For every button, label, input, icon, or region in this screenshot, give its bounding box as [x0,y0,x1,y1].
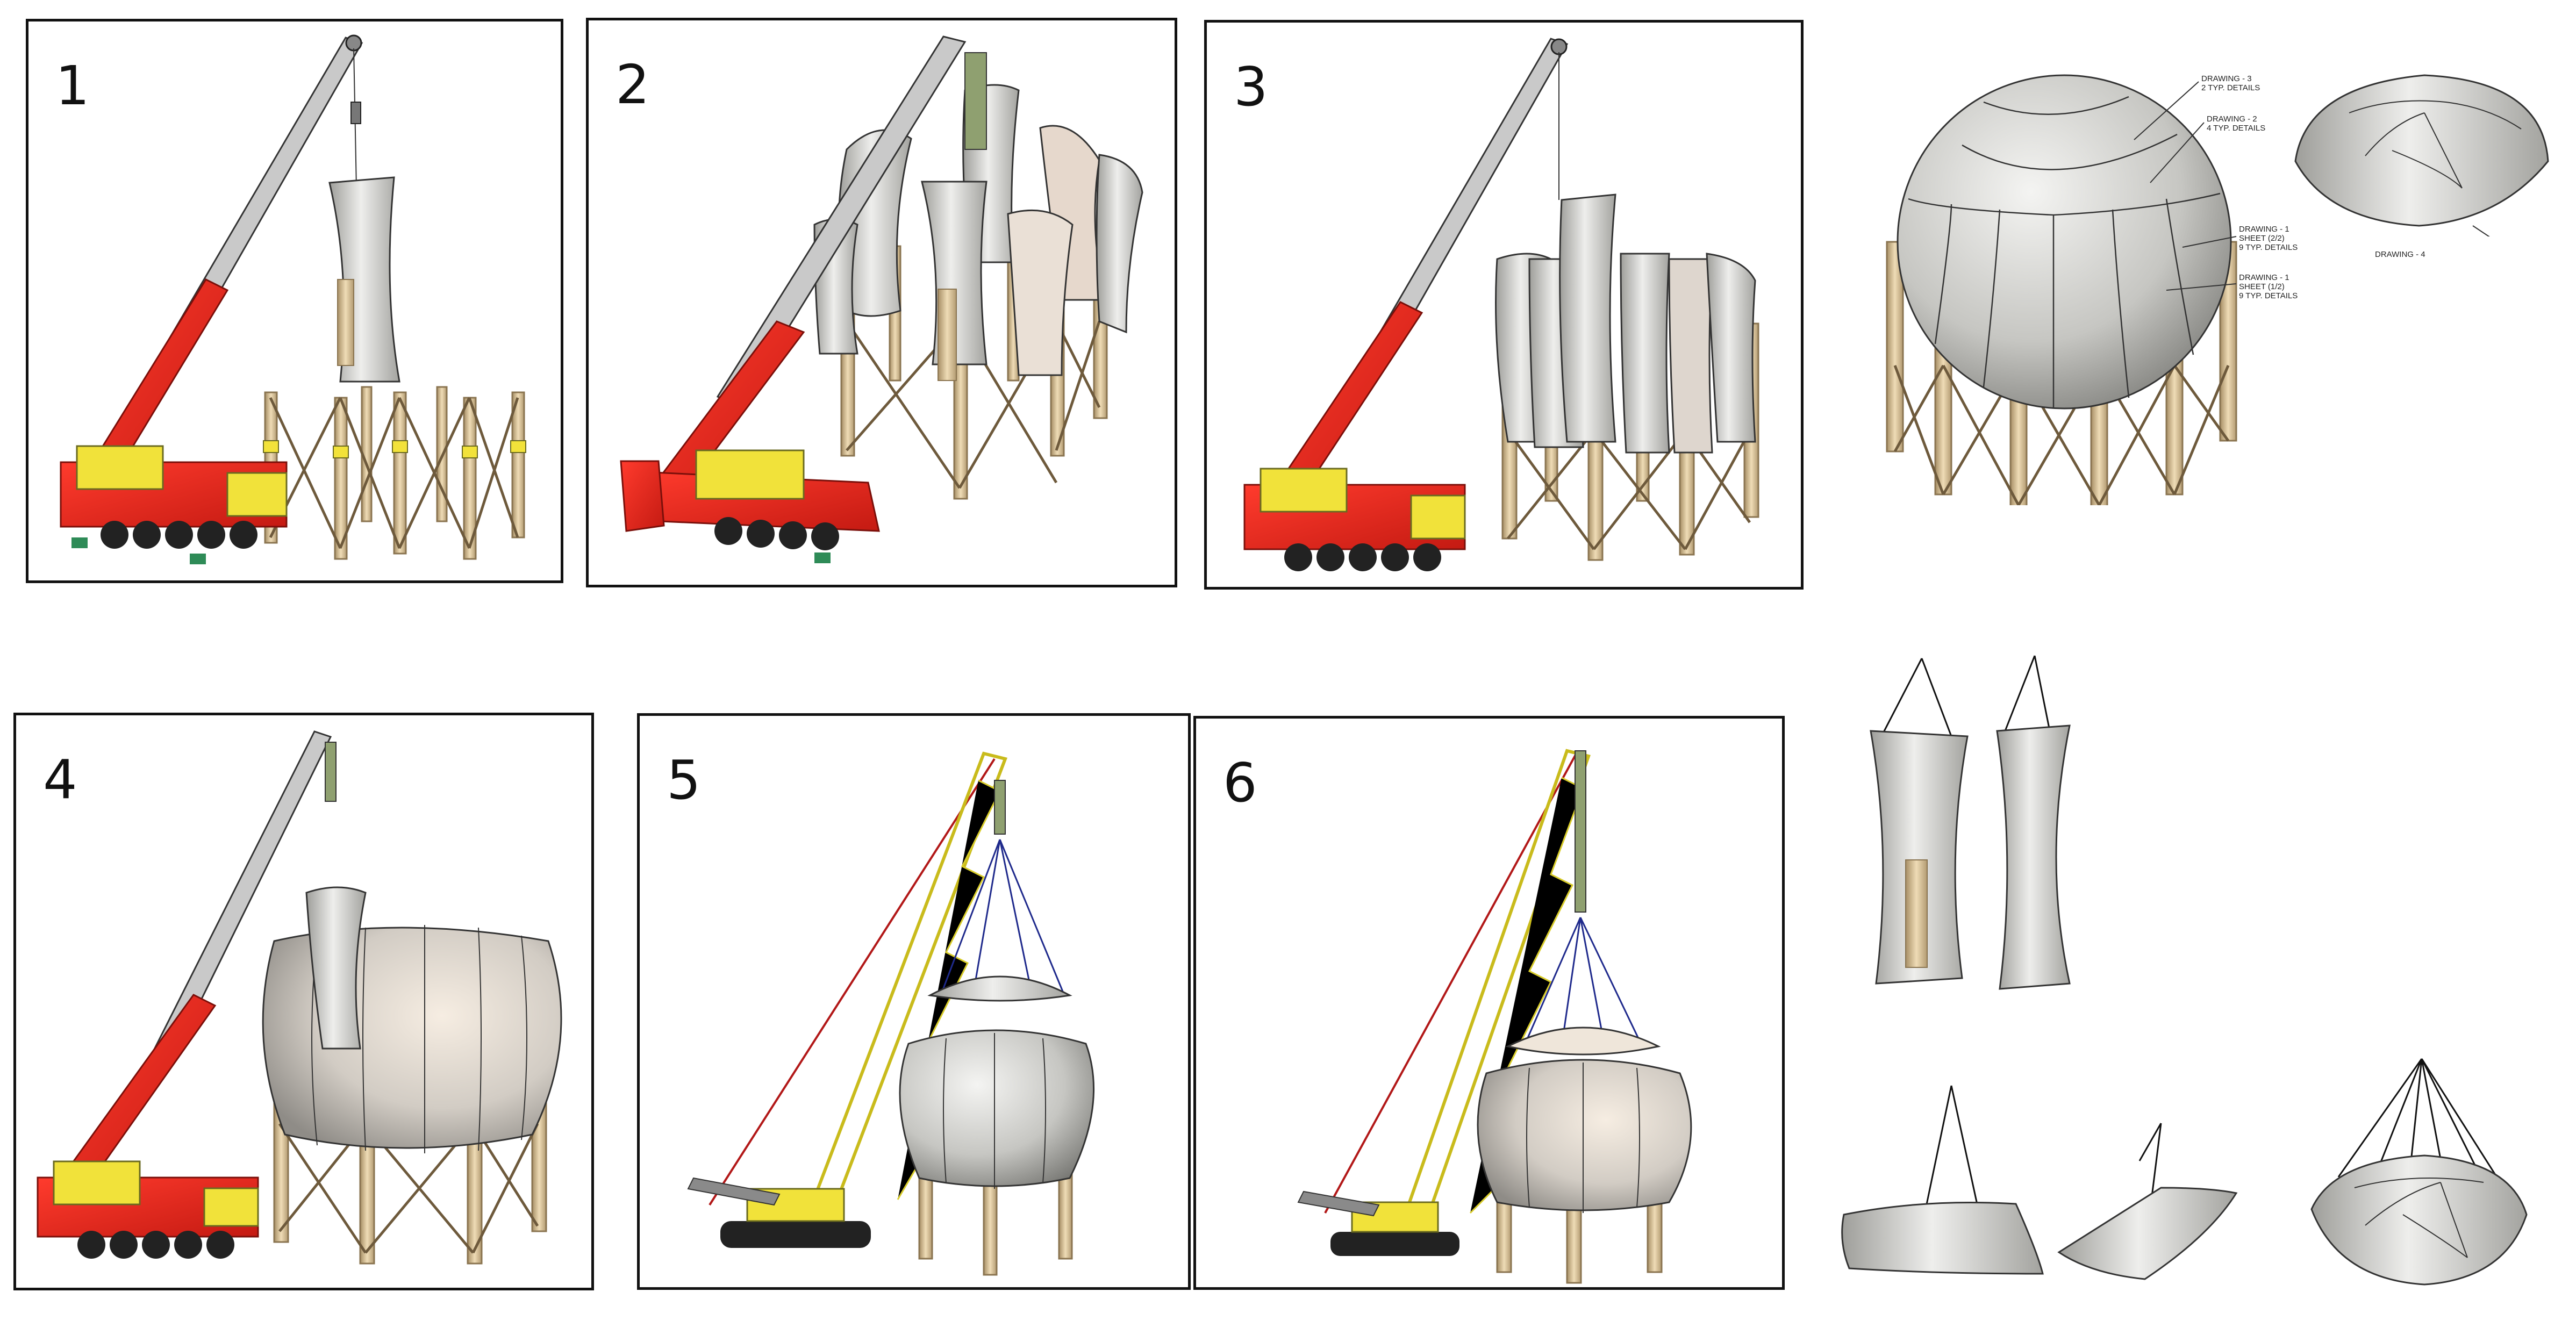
mobile-crane-carrier [620,449,880,563]
step-3-illustration [1243,38,1759,571]
crawler-crane-body [687,1177,871,1248]
step-5-panel: 5 [637,713,1191,1290]
step-6-panel: 6 [1193,716,1785,1290]
step-2-panel: 2 [586,18,1177,587]
petals-belt [1495,193,1756,454]
callout-drawing-4: DRAWING - 4 [2375,250,2425,259]
mobile-crane-carrier [37,1160,259,1259]
last-petal [305,886,367,1050]
lift-rigging [1923,1085,2162,1215]
top-cap [1505,1027,1661,1056]
callout-drawing-2: DRAWING - 2 4 TYP. DETAILS [2207,114,2266,133]
step-1-number: 1 [55,54,90,117]
step-6-illustration [1297,749,1692,1284]
sphere-body [899,1029,1095,1187]
step-5-illustration [687,751,1095,1276]
step-3-panel: 3 [1204,20,1804,590]
leg-caps [263,440,526,458]
cross-bracing [1506,430,1751,550]
sphere-shell [1897,74,2232,410]
lift-rigging [1880,655,2052,737]
boom-pendant [1324,750,1579,1214]
cross-bracing [278,1123,539,1254]
step-3-number: 3 [1234,55,1268,118]
step-1-panel: 1 [26,19,563,583]
assembled-sphere-drawing [1886,74,2237,505]
cross-bracing [1893,364,2230,505]
step-4-illustration [37,730,562,1265]
cross-bracing [845,320,1101,489]
step-6-number: 6 [1223,751,1257,814]
boom-pendant [709,758,996,1206]
callout-drawing-1-sheet-1: DRAWING - 1 SHEET (1/2) 9 TYP. DETAILS [2239,273,2298,300]
sphere-body [1477,1059,1692,1211]
slings [1523,917,1643,1047]
cross-bracing [269,397,519,549]
lift-rigging [2337,1058,2511,1199]
step-4-number: 4 [43,748,77,811]
step-4-panel: 4 [13,713,594,1290]
callout-drawing-1-sheet-2: DRAWING - 1 SHEET (2/2) 9 TYP. DETAILS [2239,225,2298,252]
seam-lines [1908,96,2221,408]
crawler-crane-body [1297,1190,1459,1256]
crane-boom-lower [60,994,217,1189]
top-cap [927,975,1072,1002]
step-5-number: 5 [667,749,701,812]
top-cap-drawing [2294,74,2549,236]
callout-drawing-3: DRAWING - 3 2 TYP. DETAILS [2201,74,2260,92]
mobile-crane-carrier [1243,468,1466,571]
step-2-number: 2 [616,53,650,116]
callout-leaders [2134,81,2237,291]
mobile-crane-carrier [60,445,288,564]
cap-petal-lift-details [1841,1085,2238,1280]
petal-lift-details [1870,655,2071,990]
assembled-cap-lift-detail [2310,1058,2528,1286]
step-1-illustration [60,34,526,564]
slings [940,839,1065,996]
step-2-illustration [620,35,1143,563]
partial-sphere [262,927,562,1149]
